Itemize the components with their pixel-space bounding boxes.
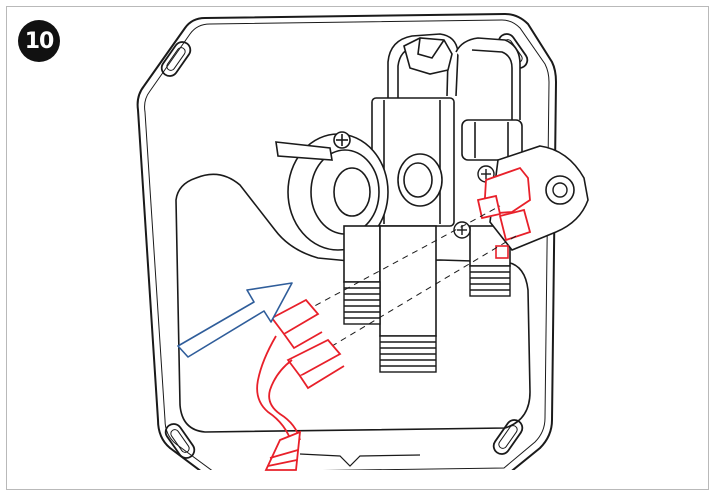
direction-arrow-icon bbox=[177, 282, 293, 358]
mount-slot-bottom-left bbox=[164, 423, 196, 459]
wire-harness bbox=[256, 298, 345, 471]
threaded-outlet-center bbox=[379, 335, 437, 373]
threaded-inlet-right bbox=[469, 265, 511, 297]
mount-slot-bottom-right bbox=[492, 419, 524, 455]
mount-slot-top-left bbox=[160, 41, 192, 77]
threaded-inlet-left bbox=[343, 281, 381, 325]
solenoid-valve bbox=[476, 145, 589, 259]
step-number: 10 bbox=[24, 28, 55, 54]
mounting-plate bbox=[136, 12, 558, 470]
alignment-lines bbox=[295, 205, 517, 353]
step-number-badge: 10 bbox=[18, 20, 60, 62]
valve-assembly bbox=[275, 33, 523, 337]
